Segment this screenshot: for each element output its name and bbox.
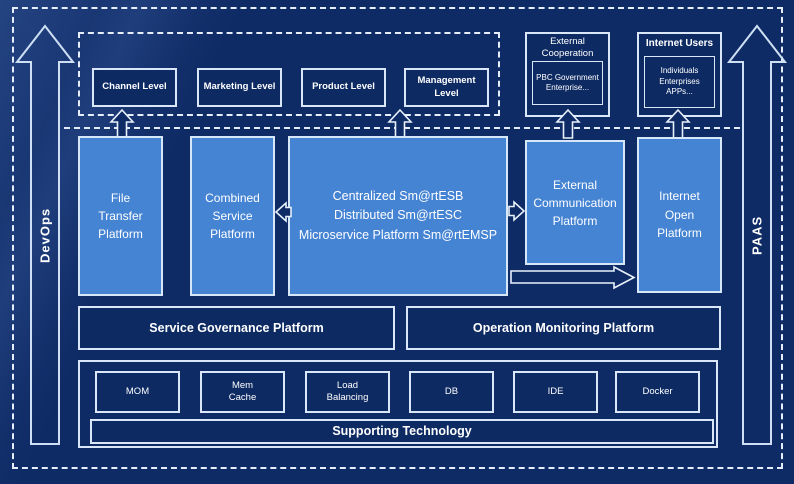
up-arrow-icon — [665, 108, 691, 139]
tech-box-mom: MOM — [95, 371, 180, 413]
platform-combined-service: Combined Service Platform — [190, 136, 275, 296]
levels-container — [78, 32, 500, 116]
paas-arrow-icon — [726, 24, 788, 445]
internet-users-content: Individuals Enterprises APPs... — [644, 56, 715, 108]
platform-external-communication: External Communication Platform — [525, 140, 625, 265]
external-cooperation-content: PBC Government Enterprise... — [532, 61, 603, 105]
platform-file-transfer: File Transfer Platform — [78, 136, 163, 296]
tech-box-docker: Docker — [615, 371, 700, 413]
diagram-outer-border — [12, 7, 783, 469]
supporting-technology-bar: Supporting Technology — [90, 419, 714, 444]
devops-arrow-icon — [14, 24, 76, 445]
up-arrow-icon — [109, 108, 135, 139]
tech-box-load-balancing: Load Balancing — [305, 371, 390, 413]
internet-users-title: Internet Users — [645, 38, 714, 49]
long-right-arrow-icon — [510, 265, 636, 290]
level-box-marketing: Marketing Level — [197, 68, 282, 107]
up-arrow-icon — [555, 108, 581, 139]
supporting-container — [78, 360, 718, 448]
level-box-management: Management Level — [404, 68, 489, 107]
tech-box-ide: IDE — [513, 371, 598, 413]
service-governance-box: Service Governance Platform — [78, 306, 395, 350]
paas-label: PAAS — [749, 215, 765, 255]
tech-box-db: DB — [409, 371, 494, 413]
platform-internet-open: Internet Open Platform — [637, 137, 722, 293]
operation-monitoring-box: Operation Monitoring Platform — [406, 306, 721, 350]
devops-label: DevOps — [37, 207, 53, 263]
external-cooperation-title: External Cooperation — [541, 36, 594, 60]
level-box-channel: Channel Level — [92, 68, 177, 107]
left-arrow-icon — [274, 201, 292, 223]
up-arrow-icon — [387, 108, 413, 139]
tech-box-mem-cache: Mem Cache — [200, 371, 285, 413]
right-arrow-icon — [508, 200, 526, 222]
level-box-product: Product Level — [301, 68, 386, 107]
platform-central-esb: Centralized Sm@rtESB Distributed Sm@rtES… — [288, 136, 508, 296]
